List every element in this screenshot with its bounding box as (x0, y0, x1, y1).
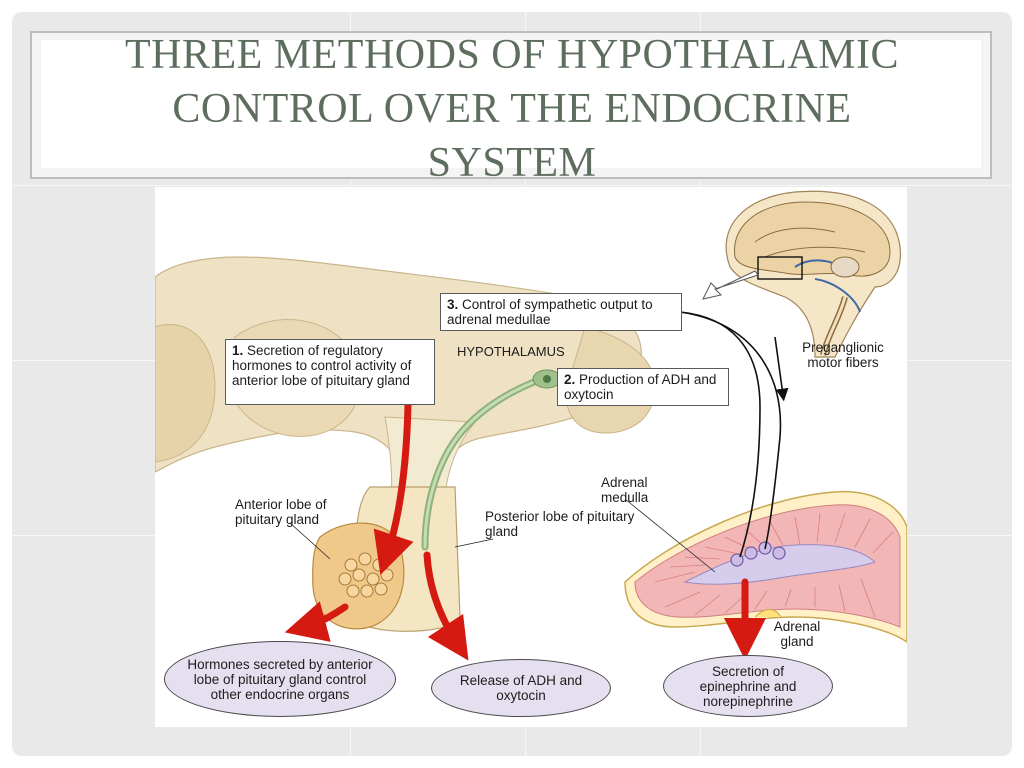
label-leader-lines (289, 498, 716, 573)
outcome-3-ellipse: Secretion of epinephrine and norepinephr… (663, 655, 833, 717)
neurosecretory-neuron (421, 369, 562, 551)
method-3-text: Control of sympathetic output to adrenal… (447, 297, 653, 327)
slide-title: THREE METHODS OF HYPOTHALAMIC CONTROL OV… (124, 32, 899, 186)
outcome-1-ellipse: Hormones secreted by anterior lobe of pi… (164, 641, 396, 717)
adrenal-gland-label: Adrenal gland (773, 619, 821, 649)
outcome-2-ellipse: Release of ADH and oxytocin (431, 659, 611, 717)
method-1-text: Secretion of regulatory hormones to cont… (232, 343, 412, 388)
adrenal-medulla-label: Adrenal medulla (601, 475, 649, 505)
posterior-lobe-label: Posterior lobe of pituitary gland (485, 509, 635, 539)
method-3-number: 3. (447, 297, 459, 312)
title-panel (41, 40, 981, 168)
hypothalamus-diagram: HYPOTHALAMUS 1. Secretion of regulatory … (155, 187, 907, 727)
method-1-box: 1. Secretion of regulatory hormones to c… (225, 339, 435, 405)
brain-sagittal-sketch (725, 190, 902, 358)
method-2-number: 2. (564, 372, 576, 387)
method-3-box: 3. Control of sympathetic output to adre… (440, 293, 682, 331)
zoom-arrow (702, 270, 759, 300)
anterior-lobe-label: Anterior lobe of pituitary gland (235, 497, 327, 527)
preganglionic-label: Preganglionic motor fibers (802, 340, 884, 370)
background-grid-line (12, 185, 1012, 186)
method-2-box: 2. Production of ADH and oxytocin (557, 368, 729, 406)
adrenal-gland (624, 490, 907, 643)
sympathetic-fibers (679, 311, 782, 558)
method-1-number: 1. (232, 343, 244, 358)
method-2-text: Production of ADH and oxytocin (564, 372, 717, 402)
hypothalamus-label: HYPOTHALAMUS (457, 344, 565, 359)
preganglionic-arrow (774, 336, 789, 402)
red-flow-arrows (284, 401, 766, 661)
